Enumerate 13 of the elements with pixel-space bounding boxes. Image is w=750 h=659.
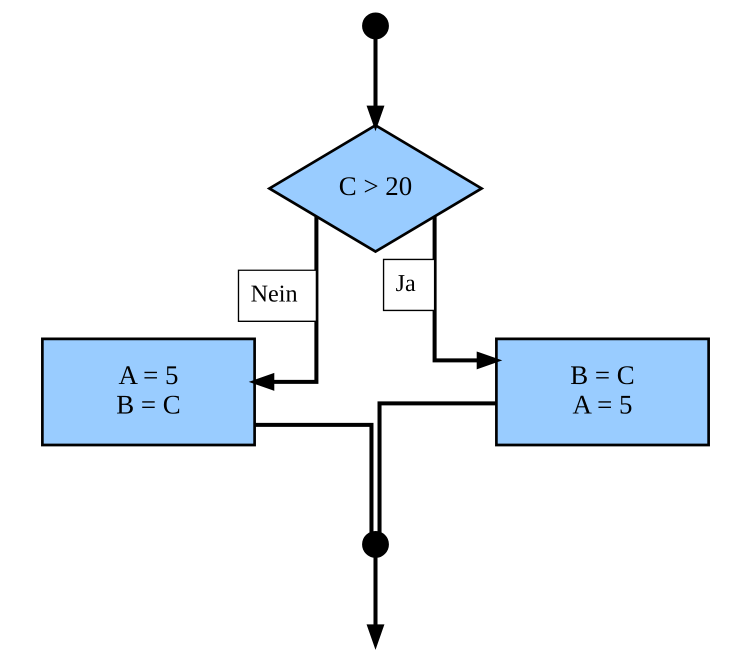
node-diamond: C > 20 — [266, 124, 484, 254]
arrow — [366, 556, 384, 650]
arrow — [432, 216, 502, 370]
edge-label: Ja — [395, 270, 416, 297]
node-box: A = 5 B = C — [40, 338, 256, 446]
connector — [254, 422, 373, 533]
connector — [377, 401, 496, 533]
arrow — [366, 38, 384, 132]
node-circle — [362, 530, 388, 558]
node-circle — [362, 12, 388, 40]
edge-label: Nein — [250, 280, 298, 308]
node-box: B = C A = 5 — [494, 338, 710, 446]
arrow — [248, 216, 318, 391]
